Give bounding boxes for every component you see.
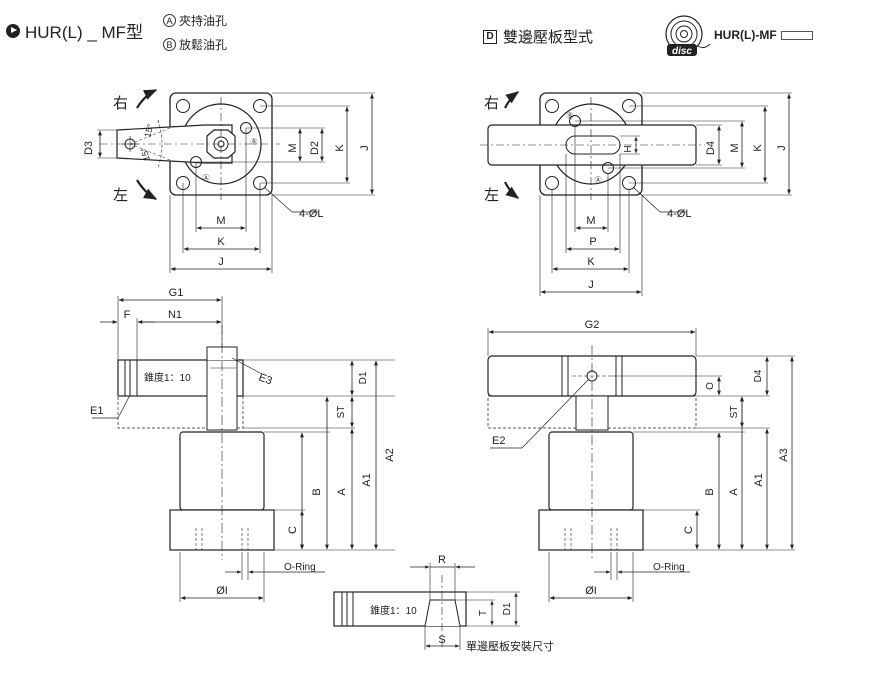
model-code: HUR(L)-MF bbox=[714, 28, 813, 42]
dim-a2: A2 bbox=[384, 448, 396, 461]
dim-holes-2: 4-ØL bbox=[667, 208, 691, 220]
dim-c: C bbox=[287, 526, 299, 534]
single-clamp-caption: 單邊壓板安裝尺寸 bbox=[466, 639, 554, 653]
dim-d4-side: D4 bbox=[753, 369, 764, 382]
dim-j-h2: J bbox=[588, 279, 594, 291]
port-b-label: 放鬆油孔 bbox=[179, 38, 228, 52]
side-view-double bbox=[487, 328, 795, 602]
dim-m-v2: M bbox=[729, 143, 741, 152]
dim-st: ST bbox=[336, 406, 347, 419]
dim-k-h: K bbox=[217, 236, 225, 248]
dim-a-2: A bbox=[728, 488, 740, 496]
dim-g2: G2 bbox=[585, 319, 600, 331]
plan-view-single bbox=[97, 88, 375, 273]
dim-t: T bbox=[478, 610, 489, 616]
dim-d2: D2 bbox=[309, 141, 321, 155]
dim-diameter-i-2: ØI bbox=[585, 585, 597, 597]
rotate-left-label: 左 bbox=[113, 187, 128, 204]
port-b-legend: B 放鬆油孔 bbox=[163, 36, 227, 53]
dim-j-h: J bbox=[218, 256, 224, 268]
dim-m-h2: M bbox=[586, 215, 595, 227]
bullet-icon bbox=[6, 23, 20, 38]
rotate-right-label: 右 bbox=[113, 95, 128, 112]
dim-a1-2: A1 bbox=[753, 473, 765, 486]
dim-holes: 4-ØL bbox=[299, 208, 323, 220]
dim-b: B bbox=[311, 488, 323, 495]
logo-text: disc bbox=[672, 46, 692, 57]
o-ring-label-2: O-Ring bbox=[653, 562, 685, 573]
dim-p: P bbox=[589, 236, 596, 248]
port-a-symbol: A bbox=[163, 14, 176, 27]
rotate-left-label-2: 左 bbox=[484, 187, 499, 204]
dim-a3: A3 bbox=[778, 448, 790, 461]
dim-e2: E2 bbox=[492, 435, 505, 447]
design-symbol: D bbox=[483, 29, 497, 44]
dim-g1: G1 bbox=[169, 287, 184, 299]
port-a-legend: A 夾持油孔 bbox=[163, 12, 227, 29]
dim-d1-detail: D1 bbox=[502, 602, 513, 615]
dim-d1: D1 bbox=[358, 371, 369, 384]
model-label: HUR(L) _ MF型 bbox=[25, 23, 144, 42]
port-a-label: 夾持油孔 bbox=[179, 14, 228, 28]
dim-d4: D4 bbox=[705, 141, 717, 155]
dim-diameter-i: ØI bbox=[216, 585, 228, 597]
dim-m-v: M bbox=[287, 143, 299, 152]
taper-note: 錐度1：10 bbox=[144, 371, 191, 384]
dim-c-2: C bbox=[683, 526, 695, 534]
dim-f: F bbox=[124, 309, 131, 321]
dim-j-v: J bbox=[359, 145, 371, 151]
angle-upper-label: 15° bbox=[142, 122, 155, 138]
design-title-text: 雙邊壓板型式 bbox=[503, 29, 594, 46]
dim-a1: A1 bbox=[361, 473, 373, 486]
taper-note-2: 錐度1：10 bbox=[370, 604, 417, 617]
disc-logo: disc bbox=[664, 14, 714, 65]
dim-e3: E3 bbox=[257, 372, 274, 388]
dim-k-v: K bbox=[334, 144, 346, 152]
color-swatch bbox=[780, 30, 813, 40]
side-view-single bbox=[92, 296, 395, 602]
dim-h: H bbox=[623, 145, 634, 152]
port-a-mark-2: Ⓐ bbox=[595, 176, 602, 184]
dim-k-v2: K bbox=[752, 144, 764, 152]
single-clamp-detail bbox=[333, 563, 520, 650]
model-code-text: HUR(L)-MF bbox=[714, 28, 777, 42]
dim-st-2: ST bbox=[729, 406, 740, 419]
port-b-symbol: B bbox=[163, 38, 176, 51]
model-title: HUR(L) _ MF型 bbox=[6, 18, 143, 43]
port-a-mark: Ⓐ bbox=[203, 174, 210, 182]
dim-n1: N1 bbox=[168, 309, 182, 321]
port-b-mark-2: Ⓑ bbox=[567, 112, 574, 120]
angle-lower-label: 15° bbox=[139, 146, 152, 162]
dim-e1: E1 bbox=[90, 405, 103, 417]
port-b-mark: Ⓑ bbox=[251, 138, 258, 146]
dim-o: O bbox=[705, 382, 716, 390]
dim-k-h2: K bbox=[587, 256, 595, 268]
dim-d3: D3 bbox=[83, 141, 95, 155]
dim-b-2: B bbox=[704, 488, 716, 495]
o-ring-label: O-Ring bbox=[284, 562, 316, 573]
dim-a: A bbox=[336, 488, 348, 496]
rotate-right-label-2: 右 bbox=[484, 95, 499, 112]
dim-m-h: M bbox=[216, 215, 225, 227]
dim-j-v2: J bbox=[776, 145, 788, 151]
plan-view-double bbox=[480, 91, 792, 296]
design-title: D 雙邊壓板型式 bbox=[483, 26, 593, 47]
dim-r: R bbox=[438, 554, 446, 566]
dim-s: S bbox=[438, 634, 445, 646]
